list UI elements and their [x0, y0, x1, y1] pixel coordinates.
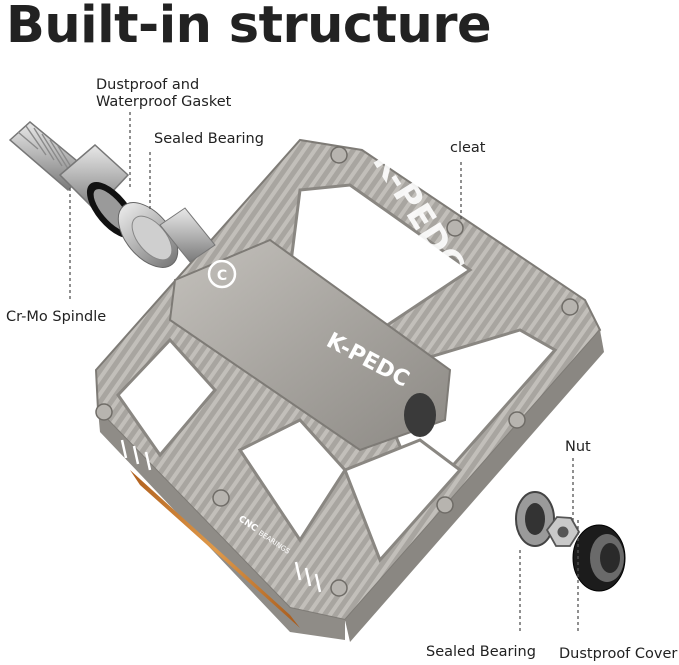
label-dustproof-cover: Dustproof Cover: [559, 646, 677, 663]
label-gasket: Dustproof and Waterproof Gasket: [96, 77, 231, 112]
label-nut: Nut: [565, 439, 591, 456]
svg-text:C: C: [217, 268, 227, 284]
label-gasket-line2: Waterproof Gasket: [96, 94, 231, 111]
axle-hole: [404, 393, 436, 437]
label-sealed-bearing-bottom: Sealed Bearing: [426, 644, 536, 661]
label-spindle: Cr-Mo Spindle: [6, 309, 106, 326]
exploded-parts: [516, 492, 625, 591]
label-sealed-bearing-top: Sealed Bearing: [154, 131, 264, 148]
label-gasket-line1: Dustproof and: [96, 77, 231, 94]
pedal-body: C K-PEDC K-PEDC CNC BEARINGS: [96, 140, 604, 642]
label-cleat: cleat: [450, 140, 486, 157]
